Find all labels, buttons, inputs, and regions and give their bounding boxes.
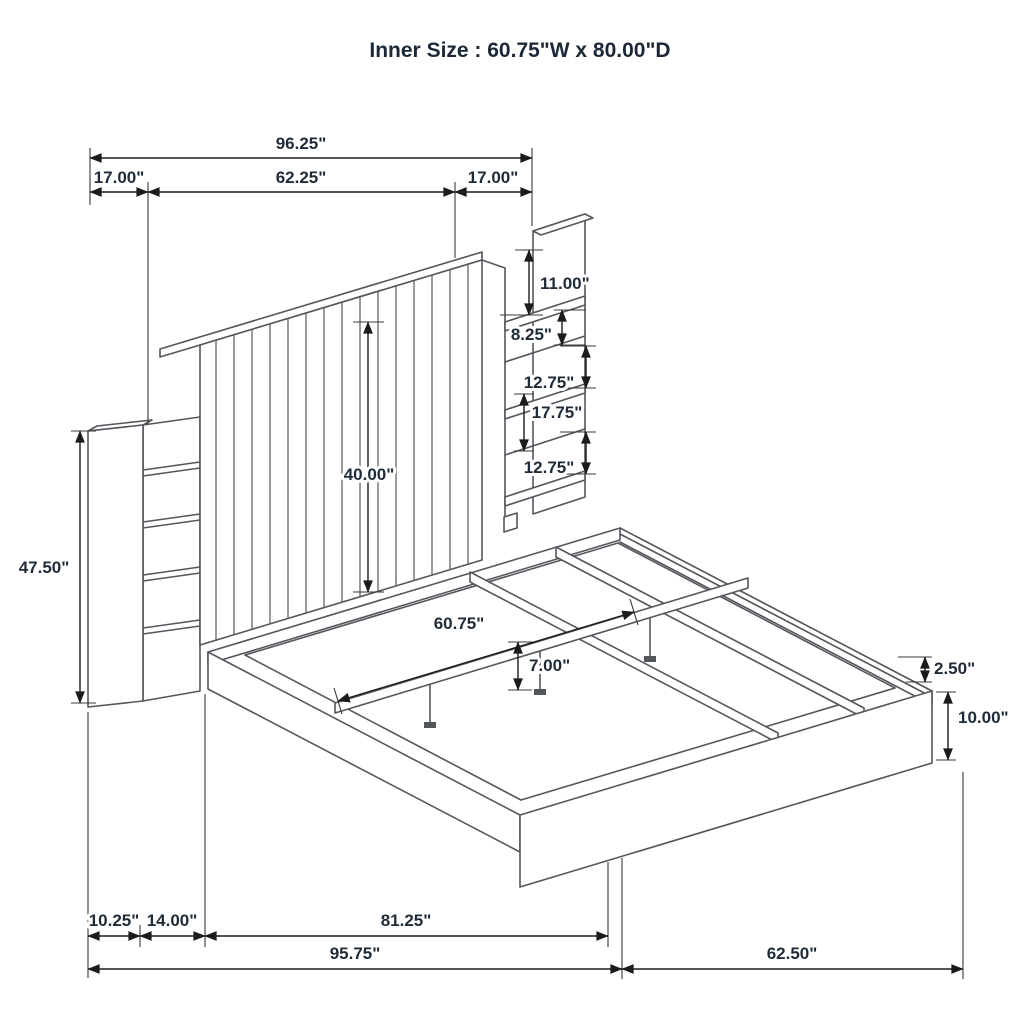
dim-frame-inner-length: 81.25"	[381, 911, 432, 930]
dim-side-rail-length: 62.50"	[767, 944, 818, 963]
dim-shelf-opening-upper: 12.75"	[524, 373, 575, 392]
dim-pier-height: 47.50"	[19, 558, 70, 577]
dimension-lines	[75, 153, 964, 974]
dim-inner-width: 60.75"	[434, 614, 485, 633]
dim-headboard-height: 40.00"	[344, 465, 395, 484]
dim-left-pier-width: 17.00"	[94, 168, 145, 187]
dim-support-leg-height: 7.00"	[529, 656, 570, 675]
dim-pier-to-frame-offset: 14.00"	[147, 911, 198, 930]
dim-right-pier-width: 17.00"	[468, 168, 519, 187]
dim-shelf-opening-small: 8.25"	[511, 325, 552, 344]
dim-headboard-width: 62.25"	[276, 168, 327, 187]
footboard	[519, 690, 933, 888]
left-pier	[87, 416, 201, 708]
dim-footboard-height: 10.00"	[958, 708, 1009, 727]
hardware-bracket	[503, 512, 518, 533]
dim-pier-top-opening: 11.00"	[540, 274, 590, 293]
headboard-channels	[215, 265, 469, 640]
dim-overall-depth: 95.75"	[330, 944, 381, 963]
dim-shelf-opening-lower: 12.75"	[524, 458, 575, 477]
diagram-title: Inner Size : 60.75"W x 80.00"D	[369, 39, 670, 62]
dim-pier-depth: 10.25"	[89, 911, 140, 930]
dim-rail-lip-height: 2.50"	[934, 659, 975, 678]
headboard	[159, 251, 483, 646]
dim-overall-width: 96.25"	[276, 134, 327, 153]
dim-shelf-section-height: 17.75"	[532, 403, 583, 422]
